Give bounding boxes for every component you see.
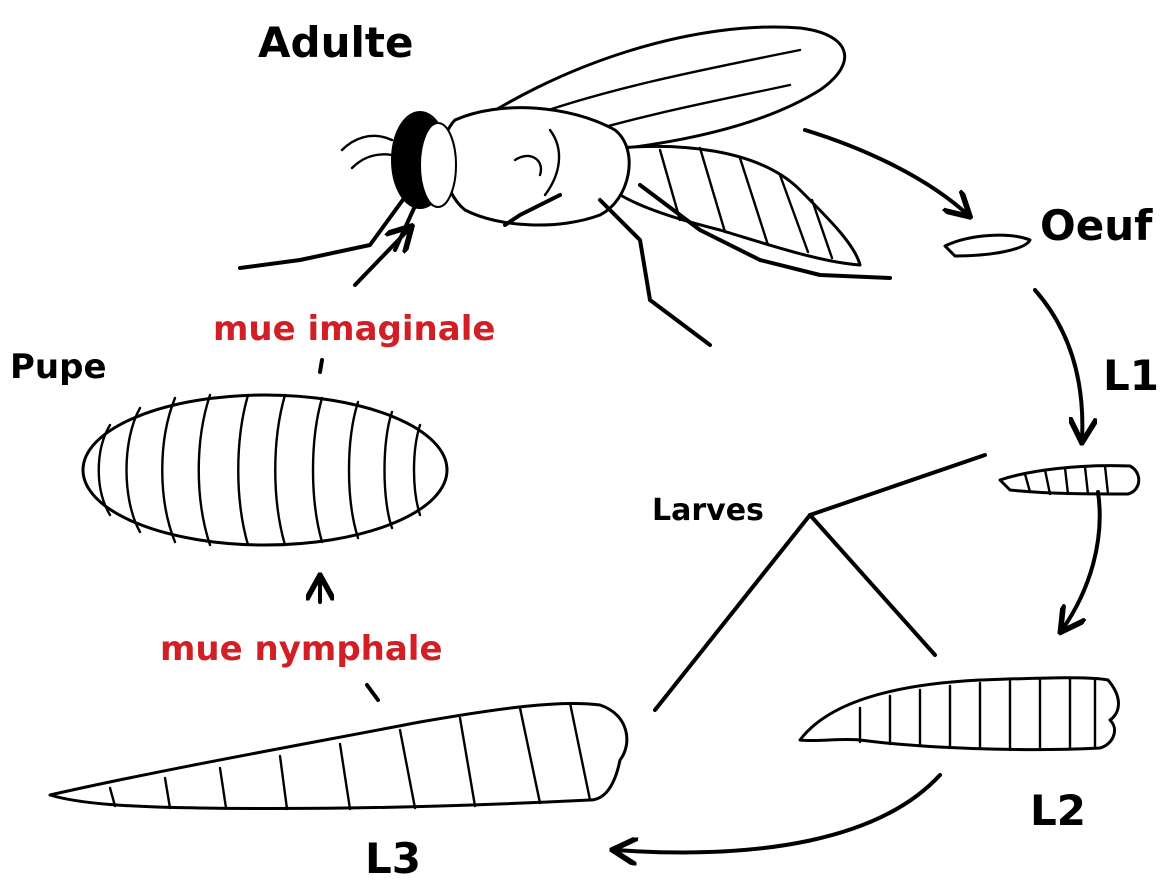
- larva-l2-icon: [800, 678, 1118, 750]
- label-l3: L3: [365, 838, 421, 880]
- arrow-egg-to-l1: [1035, 290, 1082, 440]
- label-adult: Adulte: [258, 22, 413, 64]
- label-pupa: Pupe: [10, 350, 107, 384]
- tick-nymphal: [367, 685, 378, 700]
- egg-icon: [945, 235, 1030, 256]
- pupa-icon: [83, 395, 447, 545]
- larva-l3-icon: [50, 703, 627, 809]
- label-egg: Oeuf: [1040, 205, 1152, 247]
- label-imaginal-molt: mue imaginale: [213, 312, 495, 346]
- arrow-pupa-to-adult: [355, 228, 410, 285]
- label-l2: L2: [1030, 790, 1086, 832]
- label-larvae: Larves: [652, 496, 764, 526]
- label-nymphal-molt: mue nymphale: [160, 632, 443, 666]
- arrow-l1-to-l2: [1062, 492, 1100, 630]
- larva-l1-icon: [1000, 466, 1139, 494]
- arrow-l2-to-l3: [615, 775, 940, 852]
- label-l1: L1: [1103, 355, 1159, 397]
- fly-adult-icon: [240, 27, 890, 345]
- arrow-adult-to-egg: [805, 130, 968, 215]
- tick-imaginal: [320, 360, 322, 372]
